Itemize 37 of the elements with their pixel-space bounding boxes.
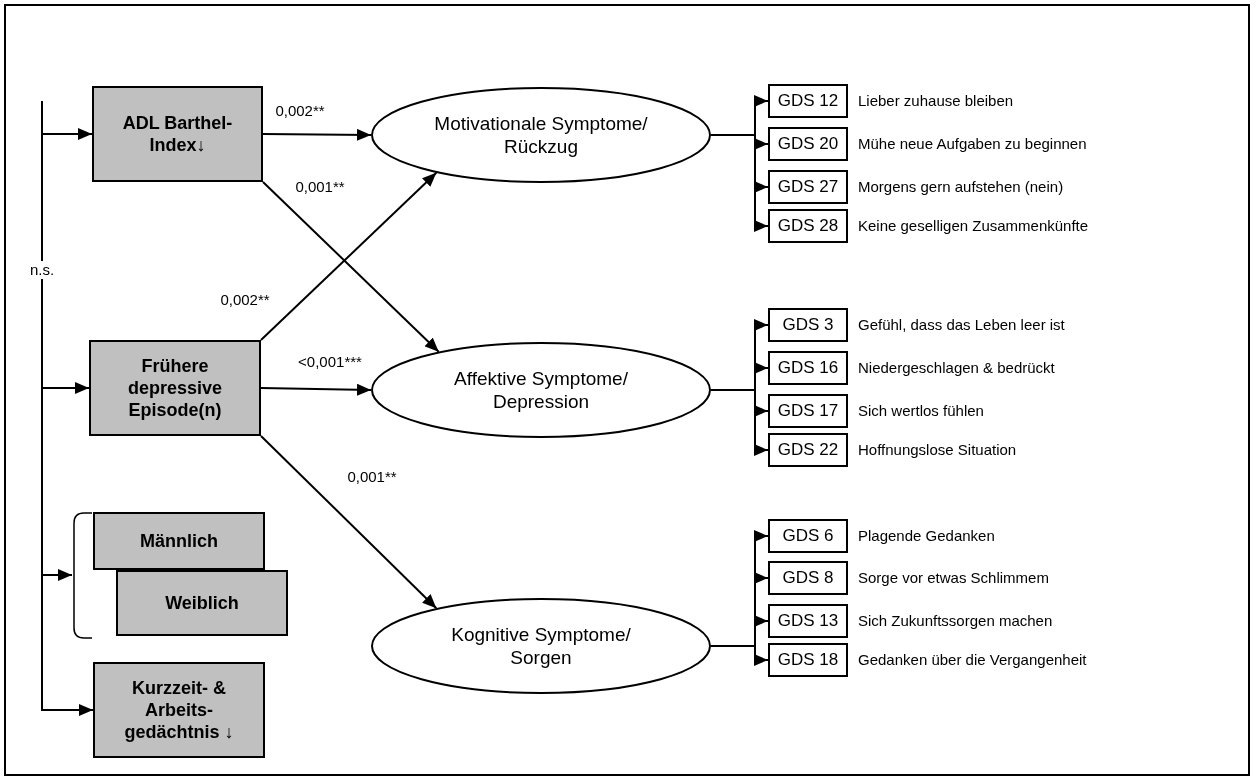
variable-box: ADL Barthel-Index↓: [92, 86, 263, 182]
arrow: [710, 645, 769, 666]
item-description: Mühe neue Aufgaben zu beginnen: [858, 135, 1087, 153]
item-box: GDS 13: [768, 604, 848, 638]
item-box: GDS 12: [768, 84, 848, 118]
arrow: [260, 435, 438, 610]
variable-box: Weiblich: [116, 570, 288, 636]
item-box: GDS 28: [768, 209, 848, 243]
item-description: Gefühl, dass das Leben leer ist: [858, 316, 1065, 334]
arrow: [260, 383, 372, 396]
node-label: Kognitive Symptome/ Sorgen: [451, 624, 631, 668]
item-box: GDS 17: [768, 394, 848, 428]
item-box: GDS 27: [768, 170, 848, 204]
item-description: Lieber zuhause bleiben: [858, 92, 1014, 110]
item-description: Morgens gern aufstehen (nein): [858, 178, 1064, 196]
item-description: Sich Zukunftssorgen machen: [858, 612, 1053, 630]
node-label: Motivationale Symptome/ Rückzug: [434, 113, 648, 157]
variable-box: Frühere depressive Episode(n): [89, 340, 261, 436]
path-label: n.s.: [28, 261, 56, 279]
arrow: [262, 128, 372, 141]
item-description: Plagende Gedanken: [858, 527, 995, 545]
item-box: GDS 16: [768, 351, 848, 385]
item-box: GDS 6: [768, 519, 848, 553]
item-box: GDS 22: [768, 433, 848, 467]
item-description: Sorge vor etwas Schlimmem: [858, 569, 1049, 587]
item-description: Niedergeschlagen & bedrückt: [858, 359, 1055, 377]
item-box: GDS 3: [768, 308, 848, 342]
item-description: Keine geselligen Zusammenkünfte: [858, 217, 1089, 235]
item-description: Gedanken über die Vergangenheit: [858, 651, 1087, 669]
variable-box: Kurzzeit- & Arbeits-gedächtnis ↓: [93, 662, 265, 758]
item-box: GDS 20: [768, 127, 848, 161]
item-description: Hoffnungslose Situation: [858, 441, 1017, 459]
node-label: Affektive Symptome/ Depression: [454, 368, 628, 412]
item-description: Sich wertlos fühlen: [858, 402, 984, 420]
item-box: GDS 18: [768, 643, 848, 677]
variable-box: Männlich: [93, 512, 265, 570]
item-box: GDS 8: [768, 561, 848, 595]
